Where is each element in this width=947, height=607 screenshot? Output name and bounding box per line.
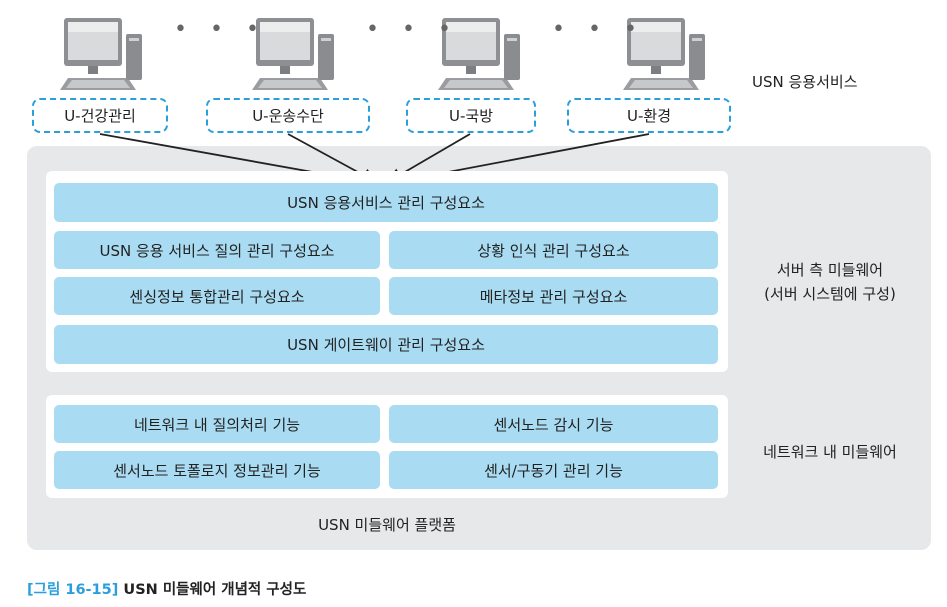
server-middleware-label: 서버 측 미들웨어 (서버 시스템에 구성)	[764, 261, 896, 303]
actuator-mgmt-component: 센서/구동기 관리 기능	[389, 451, 718, 489]
service-environment: U-환경	[567, 98, 731, 133]
app-service-mgmt-component: USN 응용서비스 관리 구성요소	[54, 183, 718, 222]
service-health: U-건강관리	[32, 98, 168, 133]
network-middleware-label: 네트워크 내 미들웨어	[763, 443, 897, 461]
gateway-mgmt-component: USN 게이트웨이 관리 구성요소	[54, 325, 718, 364]
metadata-mgmt-component: 메타정보 관리 구성요소	[389, 277, 718, 315]
figure-title: USN 미들웨어 개념적 구성도	[123, 582, 307, 598]
figure-caption: [그림 16-15] USN 미들웨어 개념적 구성도	[27, 578, 306, 599]
server-middleware-box: USN 응용서비스 관리 구성요소 USN 응용 서비스 질의 관리 구성요소 …	[46, 171, 728, 372]
ellipsis: • • •	[366, 17, 459, 42]
service-defense: U-국방	[406, 98, 536, 133]
query-mgmt-component: USN 응용 서비스 질의 관리 구성요소	[54, 231, 380, 269]
network-query-component: 네트워크 내 질의처리 기능	[54, 405, 380, 443]
ellipsis: • • •	[552, 17, 645, 42]
arrows	[99, 133, 650, 188]
context-mgmt-component: 상황 인식 관리 구성요소	[389, 231, 718, 269]
figure-number: [그림 16-15]	[27, 582, 119, 598]
sensing-integration-component: 센싱정보 통합관리 구성요소	[54, 277, 380, 315]
platform-label: USN 미들웨어 플랫폼	[318, 516, 456, 534]
ellipsis: • • •	[174, 17, 267, 42]
service-transport: U-운송수단	[206, 98, 370, 133]
app-services-label: USN 응용서비스	[752, 73, 858, 91]
topology-mgmt-component: 센서노드 토폴로지 정보관리 기능	[54, 451, 380, 489]
network-middleware-box: 네트워크 내 질의처리 기능 센서노드 감시 기능 센서노드 토폴로지 정보관리…	[46, 395, 728, 498]
node-monitoring-component: 센서노드 감시 기능	[389, 405, 718, 443]
